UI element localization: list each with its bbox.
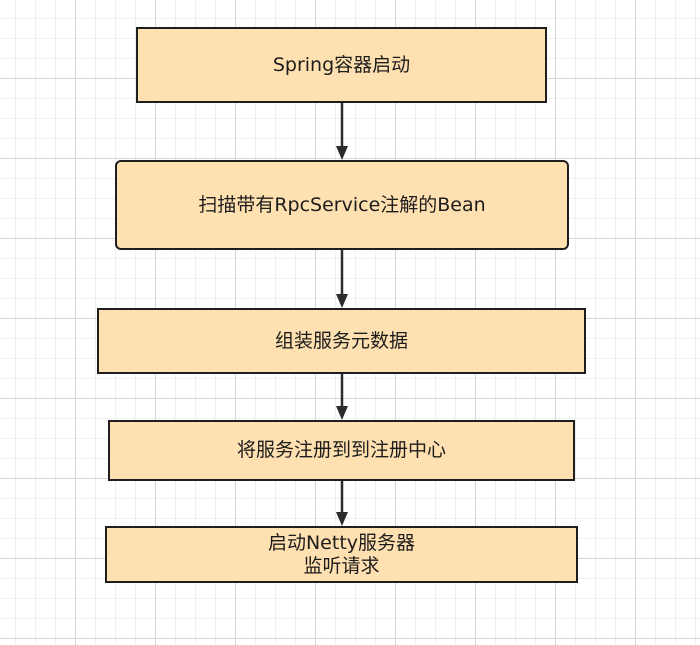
step-scan-rpcservice-beans: 扫描带有RpcService注解的Bean	[115, 160, 569, 250]
arrowhead-2	[336, 294, 348, 308]
step-label: 组装服务元数据	[274, 329, 408, 352]
step-label-line-1: 启动Netty服务器	[267, 531, 416, 554]
step-assemble-service-metadata: 组装服务元数据	[97, 308, 586, 374]
arrowhead-4	[336, 512, 348, 526]
step-register-service: 将服务注册到到注册中心	[108, 420, 575, 481]
step-label-line-2: 监听请求	[303, 554, 380, 577]
arrowhead-1	[336, 146, 348, 160]
step-label: 扫描带有RpcService注解的Bean	[198, 193, 486, 216]
arrowhead-3	[336, 406, 348, 420]
step-spring-container-start: Spring容器启动	[136, 27, 547, 103]
step-start-netty-server: 启动Netty服务器 监听请求	[105, 526, 578, 583]
step-label: Spring容器启动	[272, 53, 411, 76]
step-label: 将服务注册到到注册中心	[236, 439, 446, 462]
